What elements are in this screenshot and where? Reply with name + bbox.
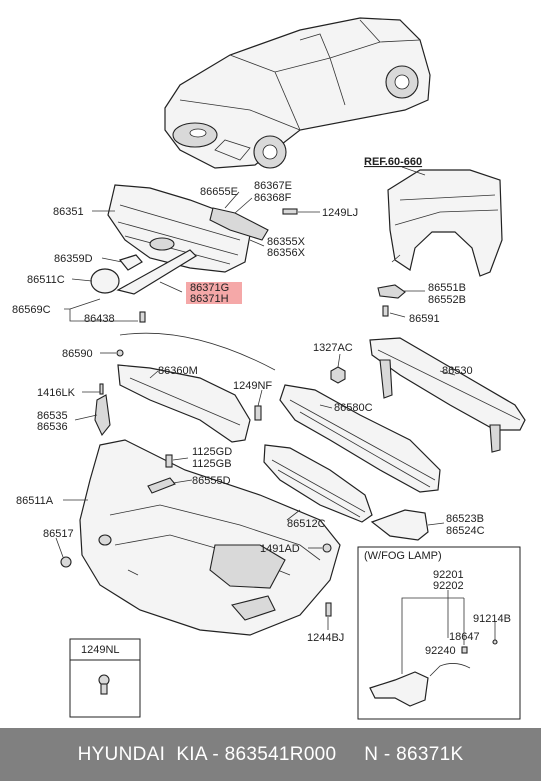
- label-86555d: 86555D: [192, 475, 231, 487]
- bracket-86555d: [147, 477, 176, 494]
- label-18647: 18647: [449, 631, 480, 643]
- nut-1327ac: [330, 366, 346, 384]
- clip-86517: [60, 556, 72, 568]
- label-1244bj: 1244BJ: [307, 632, 344, 644]
- label-1416lk: 1416LK: [37, 387, 76, 399]
- label-86368f: 86368F: [254, 192, 292, 204]
- emblem-86511c: [90, 268, 120, 294]
- fender-illustration: [387, 169, 503, 277]
- leader-lines: [55, 166, 456, 630]
- label-1249nf: 1249NF: [233, 380, 272, 392]
- label-86591: 86591: [409, 313, 440, 325]
- label-86371g: 86371G: [190, 282, 229, 294]
- label-86517: 86517: [43, 528, 74, 540]
- car-illustration: [164, 17, 431, 169]
- label-86367e: 86367E: [254, 180, 292, 192]
- label-92240: 92240: [425, 645, 456, 657]
- label-92201: 92201: [433, 569, 464, 581]
- screw-1416lk: [99, 383, 104, 395]
- strip-diagonal: [119, 332, 276, 371]
- label-1327ac: 1327AC: [313, 342, 353, 354]
- label-1125gd: 1125GD: [192, 446, 232, 458]
- fog-cover-86523b: [370, 509, 429, 541]
- bolt-1249nf: [254, 405, 262, 421]
- nut-1491ad: [322, 543, 332, 553]
- label-86512c: 86512C: [287, 518, 326, 530]
- label-86551b: 86551B: [428, 282, 466, 294]
- label-92202: 92202: [433, 580, 464, 592]
- bolt-1244bj: [325, 602, 332, 617]
- label-86536: 86536: [37, 421, 68, 433]
- upper-cover-86360m: [116, 349, 251, 443]
- beam-86530: [369, 337, 526, 453]
- ref-label: REF.60-660: [364, 156, 422, 168]
- bolt-1125gd: [165, 454, 173, 468]
- label-86552b: 86552B: [428, 294, 466, 306]
- label-86580c: 86580C: [334, 402, 373, 414]
- label-86569c: 86569C: [12, 304, 51, 316]
- label-86351: 86351: [53, 206, 84, 218]
- label-86356x: 86356X: [267, 247, 306, 259]
- label-1249nl: 1249NL: [81, 644, 120, 656]
- fog-lamp-inset: [357, 546, 521, 720]
- exploded-parts-diagram: REF.60-660 86655E 86367E 86368F 86351 12…: [12, 17, 526, 720]
- screw-86591: [382, 305, 389, 317]
- label-86438: 86438: [84, 313, 115, 325]
- label-86590: 86590: [62, 348, 93, 360]
- bumper-cover-86511a: [79, 439, 341, 636]
- label-1125gb: 1125GB: [192, 458, 232, 470]
- label-1491ad: 1491AD: [260, 543, 300, 555]
- label-86371h: 86371H: [190, 293, 229, 305]
- label-86535: 86535: [37, 410, 68, 422]
- label-86530: 86530: [442, 365, 473, 377]
- label-91214b: 91214B: [473, 613, 511, 625]
- footer-part-numbers: HYUNDAI KIA - 863541R000 N - 86371K: [77, 743, 464, 765]
- label-86655e: 86655E: [200, 186, 238, 198]
- highlight-86371g: [186, 282, 242, 304]
- clip-86438: [139, 311, 146, 323]
- label-86511a: 86511A: [16, 495, 54, 507]
- moulding-86371g-part: [116, 249, 197, 295]
- label-86359d: 86359D: [54, 253, 93, 265]
- lower-grille-86512c: [263, 444, 373, 523]
- badge-86359d: [118, 254, 143, 271]
- inset-title: (W/FOG LAMP): [364, 550, 442, 562]
- footer-bar: HYUNDAI KIA - 863541R000 N - 86371K: [0, 728, 541, 781]
- grille-assembly: [107, 184, 298, 273]
- label-86523b: 86523B: [446, 513, 484, 525]
- label-86360m: 86360M: [158, 365, 198, 377]
- side-bracket-86535: [94, 394, 111, 437]
- absorber-86580c: [279, 384, 441, 493]
- bracket-86551b: [377, 284, 406, 299]
- fastener-box-1249nl: [69, 638, 141, 718]
- label-86511c: 86511C: [27, 274, 65, 286]
- label-86355x: 86355X: [267, 236, 306, 248]
- label-86524c: 86524C: [446, 525, 485, 537]
- label-1249lj: 1249LJ: [322, 207, 358, 219]
